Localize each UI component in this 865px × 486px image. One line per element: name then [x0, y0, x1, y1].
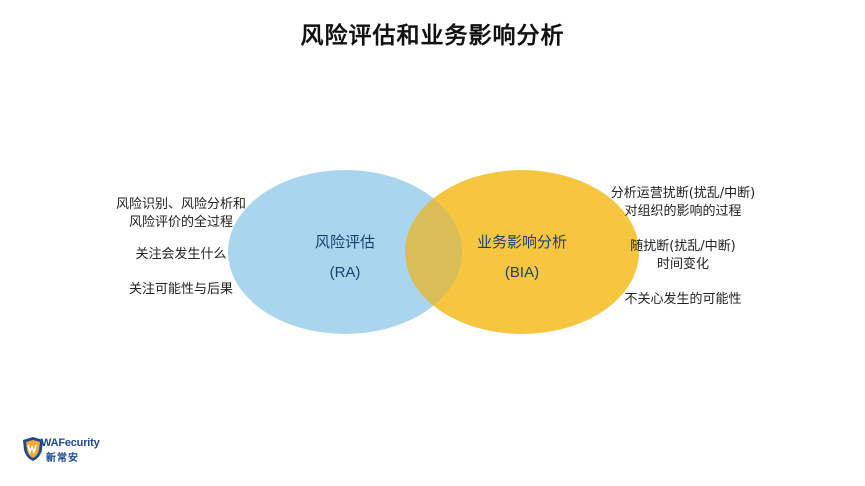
bia-note-line: 对组织的影响的过程 [624, 204, 742, 219]
ra-note-line: 关注可能性与后果 [128, 282, 233, 297]
logo-chinese: 新常安 [46, 453, 79, 464]
bia-note-line: 时间变化 [656, 257, 709, 272]
bia-note-line: 分析运营扰断(扰乱/中断) [610, 186, 756, 201]
logo-wordmark: WAFecurity [41, 437, 100, 449]
bia-note-line: 不关心发生的可能性 [624, 292, 742, 307]
bia-notes: 分析运营扰断(扰乱/中断) 对组织的影响的过程 随扰断(扰乱/中断) 时间变化 … [588, 185, 778, 309]
company-logo: WAFecurity 新常安 [22, 436, 100, 464]
bia-label: 业务影响分析 [476, 233, 567, 251]
bia-circle [405, 170, 639, 334]
slide-title: 风险评估和业务影响分析 [300, 23, 565, 49]
ra-note-line: 关注会发生什么 [135, 247, 227, 262]
ra-circle [228, 170, 462, 334]
ra-notes: 风险识别、风险分析和 风险评价的全过程 关注会发生什么 关注可能性与后果 [96, 196, 266, 299]
shield-icon [23, 437, 43, 461]
ra-note-line: 风险评价的全过程 [128, 215, 233, 230]
ra-label: 风险评估 [314, 233, 375, 251]
ra-abbr: (RA) [329, 264, 361, 281]
bia-note-line: 随扰断(扰乱/中断) [630, 239, 736, 254]
ra-note-line: 风险识别、风险分析和 [115, 197, 246, 212]
bia-abbr: (BIA) [504, 264, 540, 281]
